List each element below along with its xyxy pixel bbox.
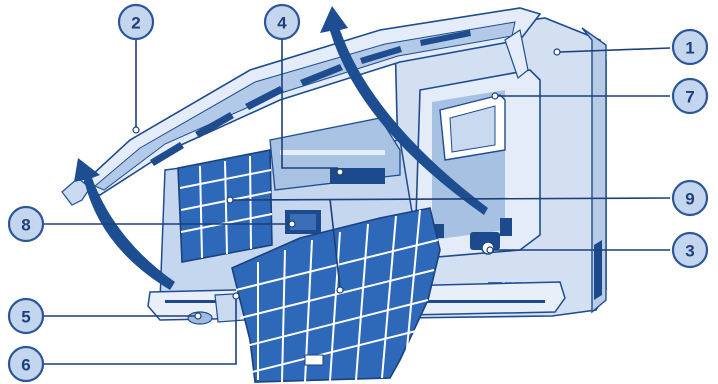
callout-8: 8 xyxy=(7,205,45,243)
unit-side-slot xyxy=(594,240,602,300)
unit-side-edge xyxy=(581,27,607,314)
callout-1-label: 1 xyxy=(685,39,694,58)
callout-4: 4 xyxy=(263,3,301,41)
callout-6: 6 xyxy=(7,345,45,383)
lift-arrow-right xyxy=(320,6,488,215)
callout-2-label: 2 xyxy=(131,14,140,33)
callout-7: 7 xyxy=(671,77,709,115)
callout-9-label: 9 xyxy=(685,190,694,209)
air-filter-left-mesh xyxy=(179,155,273,259)
callout-2: 2 xyxy=(117,3,155,41)
callout-4-label: 4 xyxy=(277,14,287,33)
callout-1: 1 xyxy=(671,28,709,66)
callout-8-label: 8 xyxy=(21,216,30,235)
part-4-dark-slot xyxy=(330,168,385,184)
leader-lines xyxy=(44,30,671,365)
callout-3-label: 3 xyxy=(685,242,694,261)
callout-9: 9 xyxy=(671,179,709,217)
callout-6-label: 6 xyxy=(21,356,30,375)
connector-block xyxy=(500,218,512,236)
callout-7-label: 7 xyxy=(685,88,694,107)
filter-tab xyxy=(304,354,324,366)
part-9-small-filter-inner xyxy=(290,214,316,230)
part-7-inner xyxy=(449,105,496,153)
callout-5: 5 xyxy=(7,297,45,335)
front-panel-slots xyxy=(150,30,471,166)
inner-stripe xyxy=(280,150,385,155)
callout-5-label: 5 xyxy=(21,308,30,327)
callout-3: 3 xyxy=(671,231,709,269)
lift-arrow-left xyxy=(74,158,175,290)
front-panel-hinge-arm xyxy=(504,29,529,80)
